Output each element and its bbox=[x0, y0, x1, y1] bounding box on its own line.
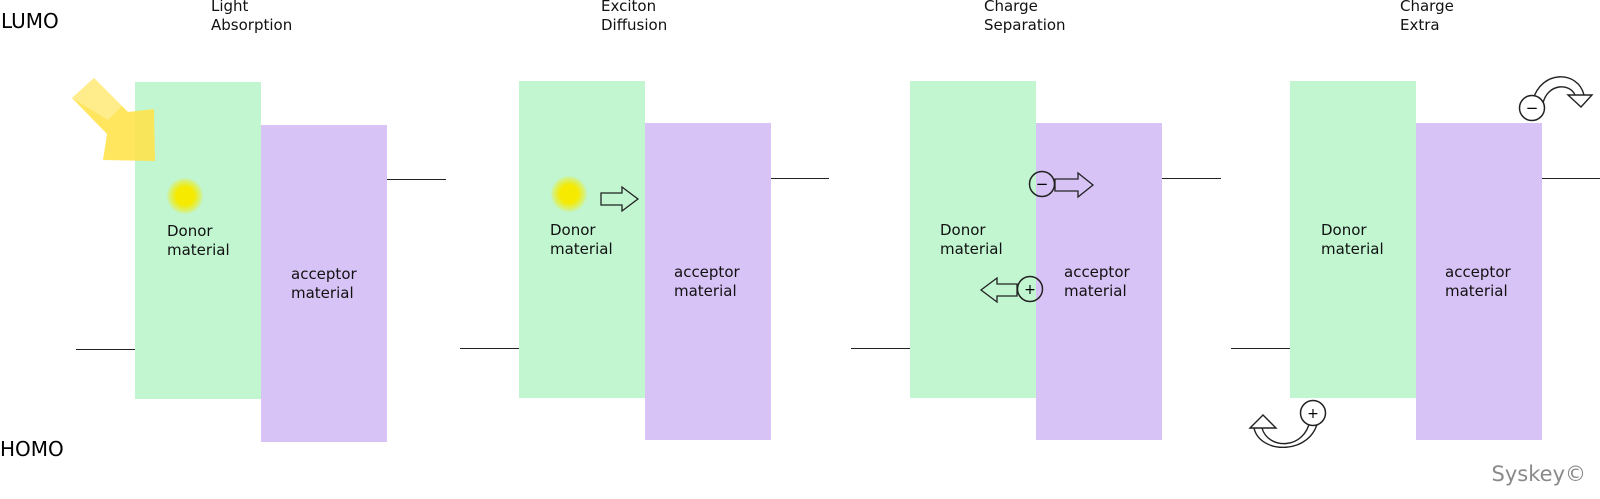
svg-text:−: − bbox=[1526, 99, 1539, 117]
acceptor-block bbox=[645, 123, 771, 440]
donor-block bbox=[519, 81, 645, 398]
step-title: Light Absorption bbox=[211, 0, 293, 34]
acceptor-block bbox=[261, 125, 387, 442]
step-title: Charge Separation bbox=[984, 0, 1066, 34]
acceptor-energy-line bbox=[771, 178, 829, 179]
watermark: Syskey© bbox=[1491, 462, 1586, 486]
donor-block bbox=[1290, 81, 1416, 398]
homo-label: HOMO bbox=[0, 437, 64, 461]
donor-energy-line bbox=[1231, 348, 1290, 349]
acceptor-block bbox=[1416, 123, 1542, 440]
acceptor-energy-line bbox=[1162, 178, 1221, 179]
donor-energy-line bbox=[76, 349, 136, 350]
lumo-label: LUMO bbox=[1, 9, 59, 33]
donor-energy-line bbox=[851, 348, 910, 349]
donor-energy-line bbox=[460, 348, 519, 349]
svg-text:+: + bbox=[1024, 282, 1036, 298]
svg-text:+: + bbox=[1307, 406, 1319, 422]
acceptor-energy-line bbox=[387, 179, 446, 180]
exciton-glow bbox=[167, 178, 203, 214]
step-title: Exciton Diffusion bbox=[601, 0, 668, 34]
donor-block bbox=[135, 82, 261, 399]
acceptor-energy-line bbox=[1542, 178, 1600, 179]
acceptor-block bbox=[1036, 123, 1162, 440]
donor-block bbox=[910, 81, 1036, 398]
svg-text:−: − bbox=[1036, 175, 1049, 193]
step-title: Charge Extra bbox=[1400, 0, 1454, 34]
exciton-glow bbox=[551, 176, 587, 212]
